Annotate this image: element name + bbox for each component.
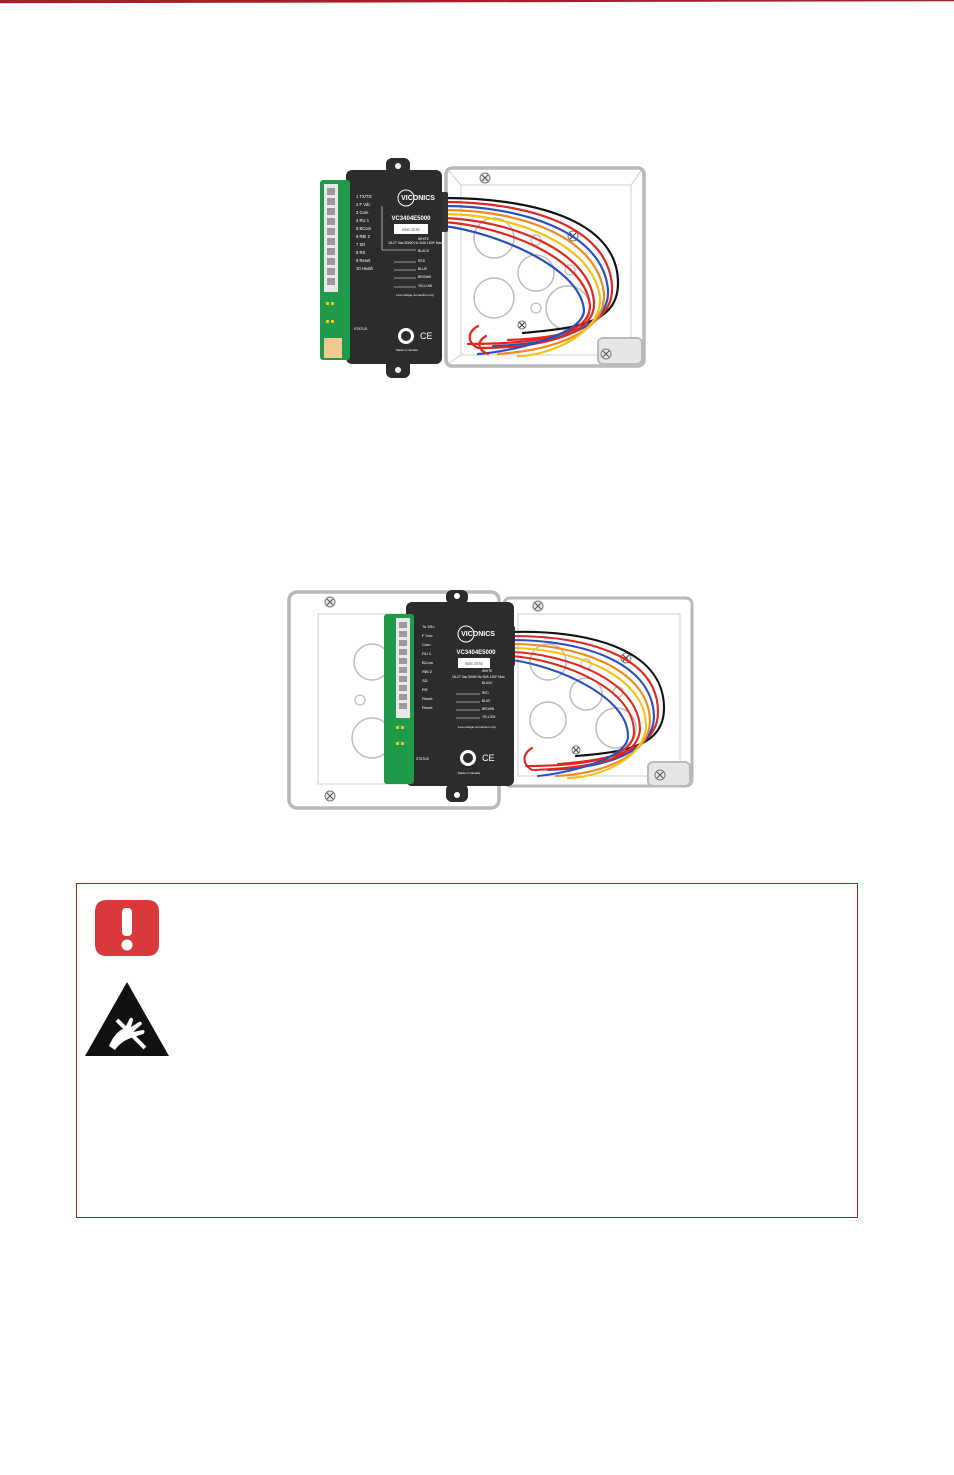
svg-text:Reset: Reset (422, 696, 433, 701)
svg-text:10 Heath: 10 Heath (356, 266, 374, 271)
svg-text:WHITE: WHITE (418, 237, 430, 241)
svg-text:2 F Vdc: 2 F Vdc (356, 202, 370, 207)
controller-footer-note: Low-voltage connection only (396, 293, 434, 297)
controller-2-id-label: SEE-SITE (465, 661, 484, 666)
svg-text:RBI 2: RBI 2 (422, 669, 433, 674)
wire-bundle (442, 196, 620, 358)
svg-text:BLUE: BLUE (418, 267, 428, 271)
esd-sensitive-icon (85, 982, 169, 1056)
controller-2-brand: VICONICS (461, 631, 495, 638)
controller-installation-illustration-2: VICONICS VC3404E5000 SEE-SITE To 1Rc F V… (287, 590, 694, 810)
svg-text:RED: RED (418, 259, 426, 263)
figure-controller-beside-box: VICONICS VC3404E5000 SEE-SITE 1 TX/TG 2 … (318, 158, 648, 386)
wire-legend: WHITE BLACK RED BLUE BROWN YELLOW (418, 237, 433, 288)
svg-text:To 1Rc: To 1Rc (422, 624, 434, 629)
svg-text:8 RS: 8 RS (356, 250, 366, 255)
svg-text:6 RBI 2: 6 RBI 2 (356, 234, 371, 239)
figure-controller-mounted-on-box: VICONICS VC3404E5000 SEE-SITE To 1Rc F V… (286, 588, 696, 812)
header-rule (0, 0, 954, 4)
ce-mark-icon-2: CE (482, 753, 495, 763)
controller-ratings: 18-27 Vac 50/60 Hz 5VA 120F Max (388, 241, 443, 245)
svg-text:5 BCom: 5 BCom (356, 226, 372, 231)
svg-text:7 SD: 7 SD (356, 242, 365, 247)
controller-id-label: SEE-SITE (402, 227, 421, 232)
svg-text:BROWN: BROWN (482, 707, 495, 711)
controller-2-made-in: Made in Canada (458, 771, 480, 775)
svg-text:YELLOW: YELLOW (482, 715, 495, 719)
wire-legend-2: WHITE BLACK RED BLUE BROWN YELLOW (482, 669, 495, 719)
controller-2-model: VC3404E5000 (456, 650, 496, 656)
svg-text:WHITE: WHITE (482, 669, 492, 673)
controller-brand: VICONICS (401, 195, 435, 202)
warning-box (76, 883, 858, 1218)
controller-device-2: VICONICS VC3404E5000 SEE-SITE To 1Rc F V… (384, 590, 514, 802)
svg-text:YELLOW: YELLOW (418, 284, 433, 288)
terminal-labels-2: To 1Rc F Vdc Com RU 1 BCom RBI 2 SD RS R… (422, 624, 434, 710)
terminal-labels: 1 TX/TG 2 F Vdc 3 Com 4 RU 1 5 BCom 6 RB… (356, 194, 374, 271)
svg-text:SD: SD (422, 678, 428, 683)
controller-device: VICONICS VC3404E5000 SEE-SITE 1 TX/TG 2 … (320, 158, 443, 378)
controller-model: VC3404E5000 (391, 216, 431, 222)
svg-text:4 RU 1: 4 RU 1 (356, 218, 370, 223)
svg-text:BROWN: BROWN (418, 275, 432, 279)
svg-text:RU 1: RU 1 (422, 651, 432, 656)
controller-made-in: Made in Canada (396, 348, 418, 352)
svg-text:F Vdc: F Vdc (422, 633, 432, 638)
controller-2-status-label: STATUS (416, 757, 430, 761)
controller-2-ratings: 18-27 Vac 50/60 Hz 5VA 120F Max (452, 675, 505, 679)
controller-2-footer-note: Low-voltage connection only (458, 725, 496, 729)
svg-text:3 Com: 3 Com (356, 210, 369, 215)
warning-exclamation-icon (95, 900, 159, 956)
svg-text:Com: Com (422, 642, 431, 647)
svg-text:Reset: Reset (422, 705, 433, 710)
electrical-box (444, 166, 646, 368)
svg-text:RED: RED (482, 691, 489, 695)
svg-text:BLUE: BLUE (482, 699, 490, 703)
wire-bundle-2 (510, 630, 666, 780)
svg-text:BLACK: BLACK (418, 249, 430, 253)
svg-text:BLACK: BLACK (482, 681, 493, 685)
svg-text:RS: RS (422, 687, 428, 692)
svg-text:1 TX/TG: 1 TX/TG (356, 194, 372, 199)
ce-mark-icon: CE (420, 331, 433, 341)
svg-text:9 Reset: 9 Reset (356, 258, 371, 263)
controller-status-label: STATUS (354, 327, 368, 331)
svg-text:BCom: BCom (422, 660, 434, 665)
controller-installation-illustration-1: VICONICS VC3404E5000 SEE-SITE 1 TX/TG 2 … (320, 158, 646, 378)
